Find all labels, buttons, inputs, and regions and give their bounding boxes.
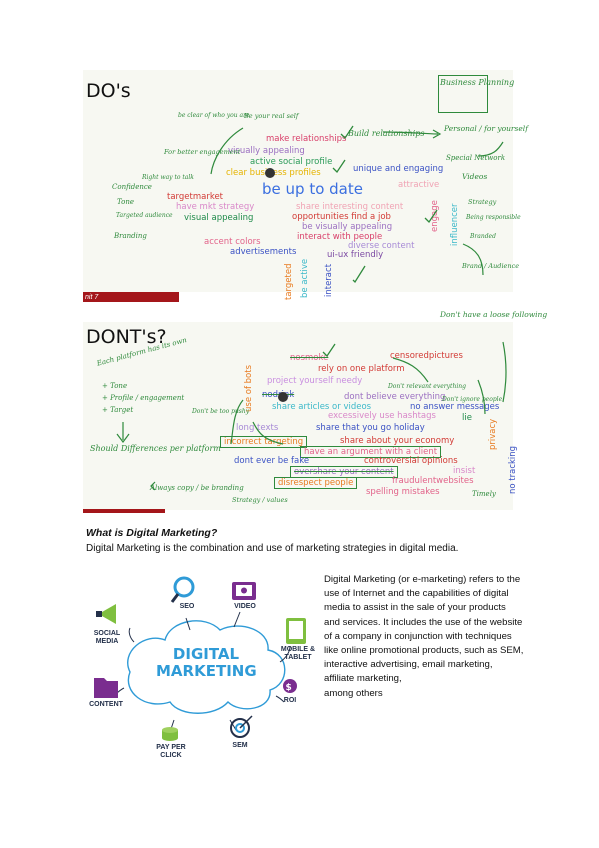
donts-word: nodrink [262, 390, 295, 400]
social-media-label: SOCIAL MEDIA [93, 630, 121, 645]
donts-word: insist [453, 466, 476, 476]
dos-word: targetmarket [167, 192, 224, 202]
description-end: among others [324, 687, 383, 699]
definition-text: Digital Marketing is the combination and… [86, 543, 459, 554]
donts-note: Don't have a loose following [440, 310, 548, 319]
dos-note: Videos [462, 172, 488, 181]
donts-word: excessively use hashtags [328, 411, 436, 421]
donts-word: spelling mistakes [366, 487, 440, 497]
donts-word: have an argument with a client [300, 446, 442, 458]
donts-word: share articles or videos [272, 402, 372, 412]
dos-note: Build relationships [348, 129, 425, 138]
dos-word: interact with people [297, 232, 383, 242]
dos-note: Being responsible [466, 214, 521, 221]
dos-note: Brand / Audience [462, 262, 520, 270]
dos-word: visual appealing [184, 213, 254, 223]
dos-note: Confidence [112, 183, 152, 191]
dos-word: active social profile [250, 157, 333, 167]
dos-note: Special Network [446, 154, 506, 162]
donts-word: dont believe everything [344, 392, 446, 402]
donts-word: no answer messages [410, 402, 500, 412]
seo-magnifier-icon [173, 576, 195, 598]
content-label: CONTENT [89, 701, 123, 708]
video-label: VIDEO [234, 603, 256, 610]
donts-word: lie [462, 413, 472, 423]
dos-heading: DO's [86, 80, 131, 102]
dos-arrows [210, 125, 504, 284]
dos-word: be visually appealing [302, 222, 393, 232]
roi-icon [283, 679, 297, 693]
dos-word: have mkt strategy [176, 202, 255, 212]
center-line-2: MARKETING [156, 662, 257, 680]
donts-arrows [116, 341, 507, 491]
donts-word: dont ever be fake [234, 456, 310, 466]
donts-board [83, 322, 513, 510]
donts-word: share that you go holiday [316, 423, 425, 433]
section-question: What is Digital Marketing? [86, 527, 218, 539]
dos-word: diverse content [348, 241, 415, 251]
business-planning-box [438, 75, 488, 113]
content-folder-icon [94, 678, 118, 698]
dos-word: be up to date [262, 180, 363, 198]
donts-note: Timely [472, 490, 496, 498]
dos-note: Branding [114, 232, 147, 240]
sem-label: SEM [232, 742, 248, 749]
donts-word: project yourself needy [267, 376, 363, 386]
dos-note: Personal / for yourself [444, 124, 528, 133]
sem-target-icon [230, 718, 250, 738]
dos-word: ui-ux friendly [327, 250, 384, 260]
dos-word: advertisements [230, 247, 297, 257]
donts-note: Should Differences per platform [90, 444, 221, 453]
donts-note: Don't be too pushy [192, 408, 250, 415]
dos-note: For better engagement [164, 148, 241, 156]
donts-word: share about your economy [340, 436, 455, 446]
mobile-tablet-label: MOBILE & TABLET [280, 646, 316, 661]
center-line-1: DIGITAL [172, 645, 240, 663]
donts-note: Strategy / values [232, 496, 288, 504]
donts-word: fraudulentwebsites [392, 476, 474, 486]
digital-marketing-infographic: $ DIGITAL MARKETING SEO VIDEO SOCIAL MED… [89, 572, 318, 762]
donts-word: nosmoke [290, 353, 329, 363]
dos-note: Be your real self [244, 112, 299, 120]
donts-word: rely on one platform [318, 364, 405, 374]
infographic-graphics: $ [94, 576, 306, 741]
donts-red-bar [83, 509, 165, 513]
dos-word: make relationships [266, 134, 347, 144]
dos-word: share interesting content [296, 202, 404, 212]
dos-word: visually appealing [228, 146, 305, 156]
donts-heading: DONT's? [86, 326, 167, 348]
description-paragraph: Digital Marketing (or e-marketing) refer… [324, 573, 524, 701]
donts-note: + Target [102, 406, 134, 414]
description-text: Digital Marketing (or e-marketing) refer… [324, 574, 524, 685]
donts-note: + Profile / engagement [102, 394, 185, 402]
dos-note: Business Planning [440, 78, 515, 87]
pay-per-click-label: PAY PER CLICK [156, 744, 186, 759]
seo-label: SEO [179, 603, 195, 610]
social-megaphone-icon [102, 604, 116, 624]
donts-word: long texts [236, 423, 279, 433]
infographic-center-title: DIGITAL MARKETING [156, 645, 257, 680]
donts-note: Always copy / be branding [150, 484, 244, 492]
svg-text:$: $ [286, 683, 292, 693]
donts-word: disrespect people [274, 477, 358, 489]
dos-word: unique and engaging [353, 164, 444, 174]
dos-note: Tone [117, 198, 134, 206]
roi-label: ROI [283, 697, 297, 704]
donts-word: controversial opinions [364, 456, 458, 466]
donts-note: Don't ignore people [442, 396, 503, 403]
dos-note: Branded [470, 233, 496, 240]
dos-note: Strategy [468, 198, 497, 206]
dos-word: accent colors [204, 237, 261, 247]
unit-label-bar: nit 7 [83, 292, 179, 302]
dos-word: attractive [398, 180, 440, 190]
dos-board [83, 70, 513, 292]
donts-word: censoredpictures [390, 351, 463, 361]
dos-word: opportunities find a job [292, 212, 391, 222]
donts-note: + Tone [102, 382, 128, 390]
dos-note: Targeted audience [116, 212, 173, 219]
donts-note: Don't relevant everything [388, 383, 466, 390]
dos-note: Right way to talk [142, 174, 194, 181]
dos-note: be clear of who you are [178, 112, 250, 119]
